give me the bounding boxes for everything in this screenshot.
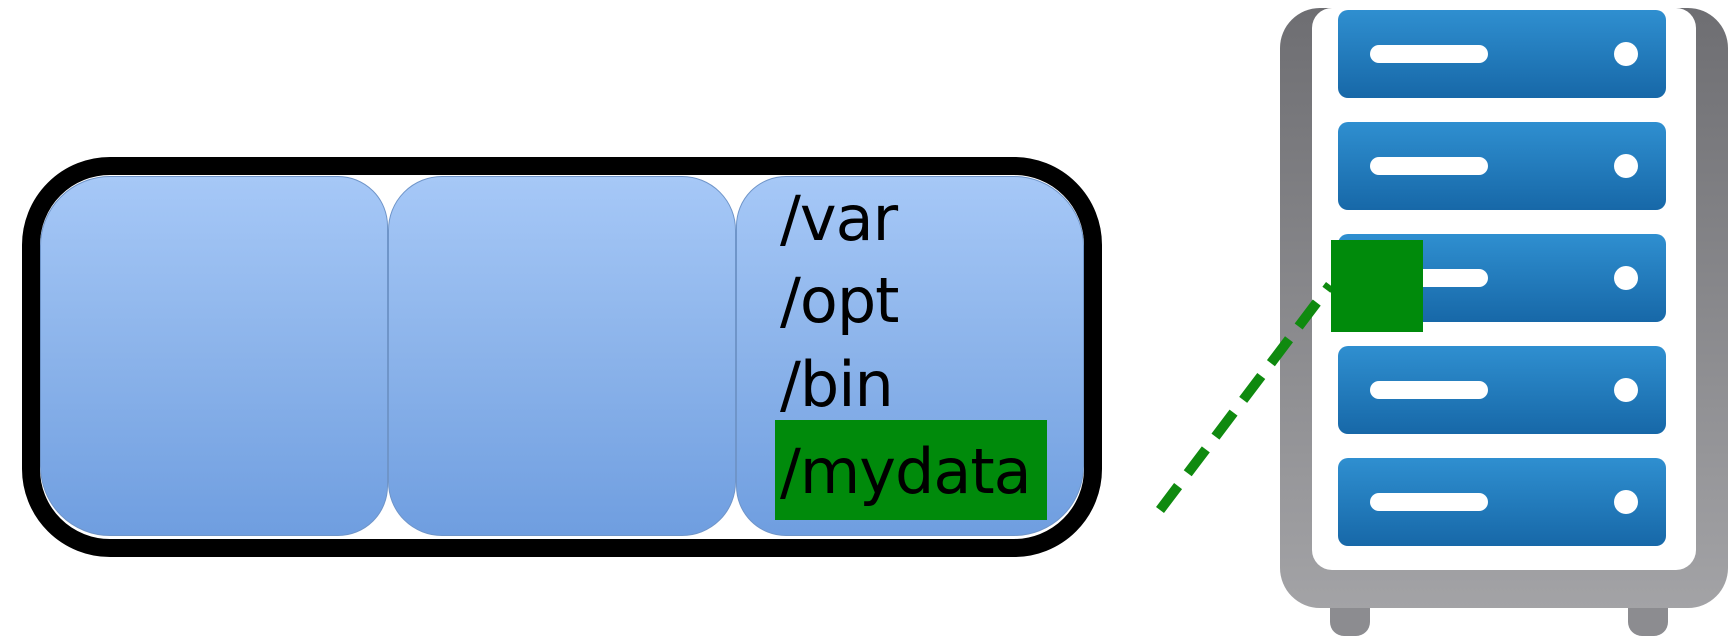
mounted-path-highlight — [775, 420, 1047, 520]
server-blade — [1338, 122, 1666, 210]
server-blade-slot — [1370, 381, 1488, 399]
mount-link-line — [1156, 281, 1334, 514]
server-blade-slot — [1370, 157, 1488, 175]
path-bin: /bin — [780, 348, 894, 421]
path-mydata: /mydata — [780, 435, 1032, 508]
server-blade — [1338, 458, 1666, 546]
server-blade-led — [1614, 42, 1638, 66]
path-opt: /opt — [780, 264, 899, 337]
storage-volume-block — [1331, 240, 1423, 332]
server-blade-led — [1614, 490, 1638, 514]
server-blade — [1338, 10, 1666, 98]
server-blade-led — [1614, 154, 1638, 178]
partition-2 — [388, 176, 736, 536]
server-blade-slot — [1370, 45, 1488, 63]
path-var: /var — [780, 182, 898, 255]
server-blade-led — [1614, 378, 1638, 402]
partition-1 — [40, 176, 388, 536]
server-blade-led — [1614, 266, 1638, 290]
server-blade-slot — [1370, 493, 1488, 511]
server-blade — [1338, 346, 1666, 434]
